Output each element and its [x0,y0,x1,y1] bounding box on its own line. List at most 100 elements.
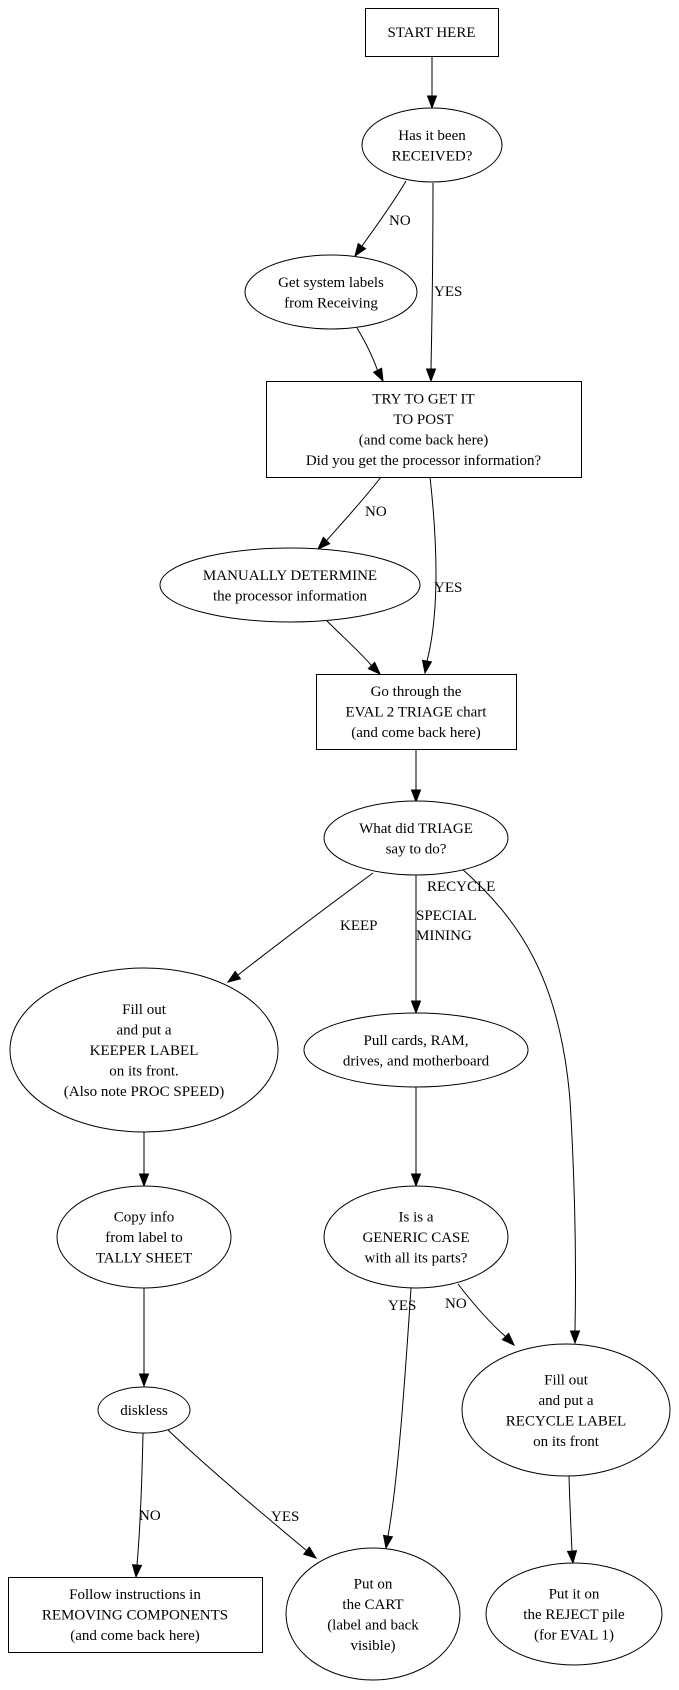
node-try-post: TRY TO GET IT TO POST (and come back here)… [266,381,582,478]
arrowhead-icon [410,1173,422,1188]
edge-pull-to-generic_case [410,1087,422,1188]
edge-keeper-to-copy_info [138,1132,150,1188]
edge-line [356,327,378,370]
arrowhead-icon [316,536,331,551]
edge-manual-to-triage_chart [326,620,382,676]
node-text-line: with all its parts? [365,1251,468,1267]
edge-copy_info-to-diskless [138,1288,150,1388]
node-reject: Put it on the REJECT pile (for EVAL 1) [485,1562,663,1666]
node-text-line: Did you get the processor information? [306,453,542,469]
node-text-line: from label to [105,1230,182,1246]
arrowhead-icon [354,242,367,258]
edge-line [387,1287,412,1537]
node-text-line: the REJECT pile [523,1607,625,1623]
edge-line [326,476,382,541]
arrowhead-icon [138,1173,150,1188]
node-text-line: (label and back [327,1617,419,1633]
arrowhead-icon [426,95,438,110]
node-text-line: say to do? [386,841,447,857]
ellipse-shape [461,1343,671,1477]
ellipse-shape [56,1185,232,1289]
node-text-line: Put it on [549,1587,600,1603]
edge-recycle_label-to-reject [566,1475,578,1565]
node-text-line: KEEPER LABEL [90,1043,199,1059]
node-text-line: Put on [354,1576,393,1592]
ellipse-shape [285,1547,461,1681]
edge-get_labels-to-try_post [356,327,384,383]
node-text-line: (and come back here) [70,1628,200,1644]
node-text-line: Get system labels [278,275,384,291]
node-text-line: Has it been [398,128,466,144]
node-text-line: visible) [351,1638,396,1654]
edge-line [426,476,437,662]
edge-line [568,1475,573,1552]
edge-start-to-received [426,56,438,110]
edge-diskless-to-removing [131,1432,144,1579]
edge-line [361,180,407,247]
node-text-line: the processor information [213,588,368,604]
node-get-labels: Get system labels from Receiving [244,254,418,330]
edge-label: YES [434,284,462,300]
node-text-line: Fill out [544,1372,589,1388]
node-text-line: TO POST [393,412,453,428]
edge-line [237,872,374,976]
node-text-line: Fill out [122,1002,167,1018]
node-diskless: diskless [97,1386,191,1434]
edge-triage_question-to-recycle_label [460,867,581,1345]
node-text-line: on its front [533,1434,600,1450]
node-text-line: Pull cards, RAM, [364,1033,469,1049]
edge-label: YES [271,1509,299,1525]
edge-label: YES [434,580,462,596]
box-shape [8,1577,263,1653]
node-text-line: (for EVAL 1) [534,1628,614,1644]
edge-received-to-try_post [425,182,437,383]
node-text-line: Follow instructions in [69,1587,201,1603]
node-text-line: Is is a [399,1210,434,1226]
node-text-line: START HERE [387,25,475,41]
arrowhead-icon [566,1550,578,1565]
arrowhead-icon [569,1330,581,1345]
edge-line [136,1432,144,1566]
edge-label-line: SPECIAL [416,908,477,924]
edge-try_post-to-triage_chart [421,476,437,675]
node-text-line: (and come back here) [359,432,489,448]
node-text-line: and put a [539,1393,594,1409]
node-text-line: RECEIVED? [392,148,473,164]
edge-line [430,182,434,370]
node-text-line: diskless [120,1403,168,1419]
edge-label: RECYCLE [427,879,495,895]
node-text-line: MANUALLY DETERMINE [203,568,377,584]
edge-line [460,867,576,1332]
edge-label: NO [365,504,387,520]
box-shape [316,674,517,750]
node-start: START HERE [365,8,499,57]
arrowhead-icon [131,1564,143,1579]
edge-generic_case-to-recycle_label [457,1283,516,1347]
box-shape [266,381,582,478]
node-text-line: TRY TO GET IT [372,391,474,407]
ellipse-shape [97,1386,191,1434]
box-shape [365,8,499,57]
edge-label: NO [445,1296,467,1312]
arrowhead-icon [410,1000,422,1015]
node-text-line: from Receiving [284,295,378,311]
node-text-line: REMOVING COMPONENTS [42,1608,228,1624]
node-manual: MANUALLY DETERMINE the processor informat… [159,547,421,623]
edge-label: YES [388,1298,416,1314]
node-text-line: TALLY SHEET [96,1251,192,1267]
ellipse-shape [485,1562,663,1666]
edge-received-to-get_labels [354,180,407,258]
arrowhead-icon [410,789,422,804]
ellipse-shape [303,1012,529,1088]
edge-line [457,1283,506,1337]
node-text-line: and put a [117,1023,172,1039]
node-text-line: (and come back here) [351,725,481,741]
ellipse-shape [323,1185,509,1289]
